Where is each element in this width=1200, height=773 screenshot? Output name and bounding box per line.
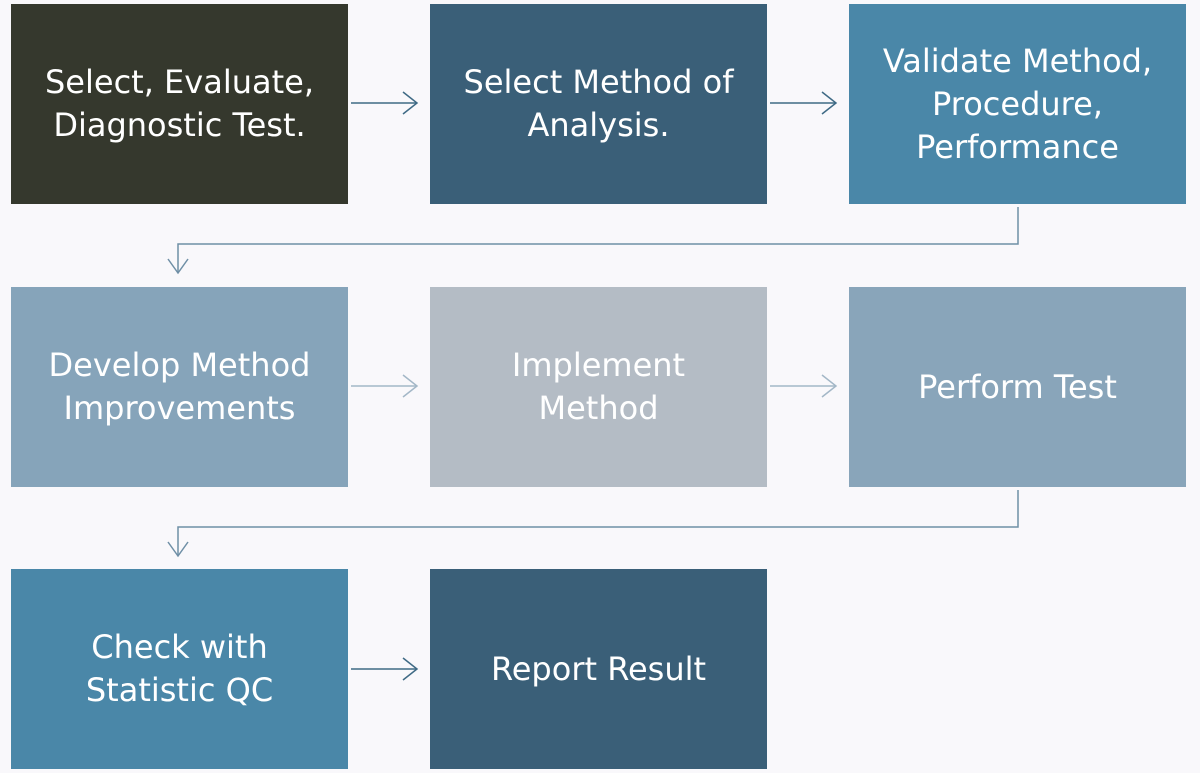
step-select-method-of-analysis: Select Method of Analysis. (430, 4, 767, 204)
step-2-label: Select Method of Analysis. (463, 63, 734, 144)
step-1-label: Select, Evaluate, Diagnostic Test. (44, 63, 314, 144)
step-report-result: Report Result (430, 569, 767, 769)
step-implement-method: Implement Method (430, 287, 767, 487)
arrow-step5-to-step6 (770, 374, 838, 398)
arrow-step1-to-step2 (351, 91, 419, 115)
step-check-with-statistic-qc: Check with Statistic QC (11, 569, 348, 769)
turn-arrow-step3-to-step4 (167, 207, 1019, 275)
arrow-step7-to-step8 (351, 657, 419, 681)
arrow-step2-to-step3 (770, 91, 838, 115)
arrow-step4-to-step5 (351, 374, 419, 398)
step-perform-test: Perform Test (849, 287, 1186, 487)
step-3-label: Validate Method, Procedure, Performance (882, 41, 1153, 166)
step-develop-method-improvements: Develop Method Improvements (11, 287, 348, 487)
step-7-label: Check with Statistic QC (85, 628, 274, 709)
step-select-evaluate-diagnostic-test: Select, Evaluate, Diagnostic Test. (11, 4, 348, 204)
step-4-label: Develop Method Improvements (48, 346, 311, 427)
step-5-label: Implement Method (511, 346, 686, 427)
step-8-label: Report Result (490, 649, 707, 688)
turn-arrow-step6-to-step7 (167, 490, 1019, 558)
step-6-label: Perform Test (918, 367, 1117, 406)
step-validate-method: Validate Method, Procedure, Performance (849, 4, 1186, 204)
